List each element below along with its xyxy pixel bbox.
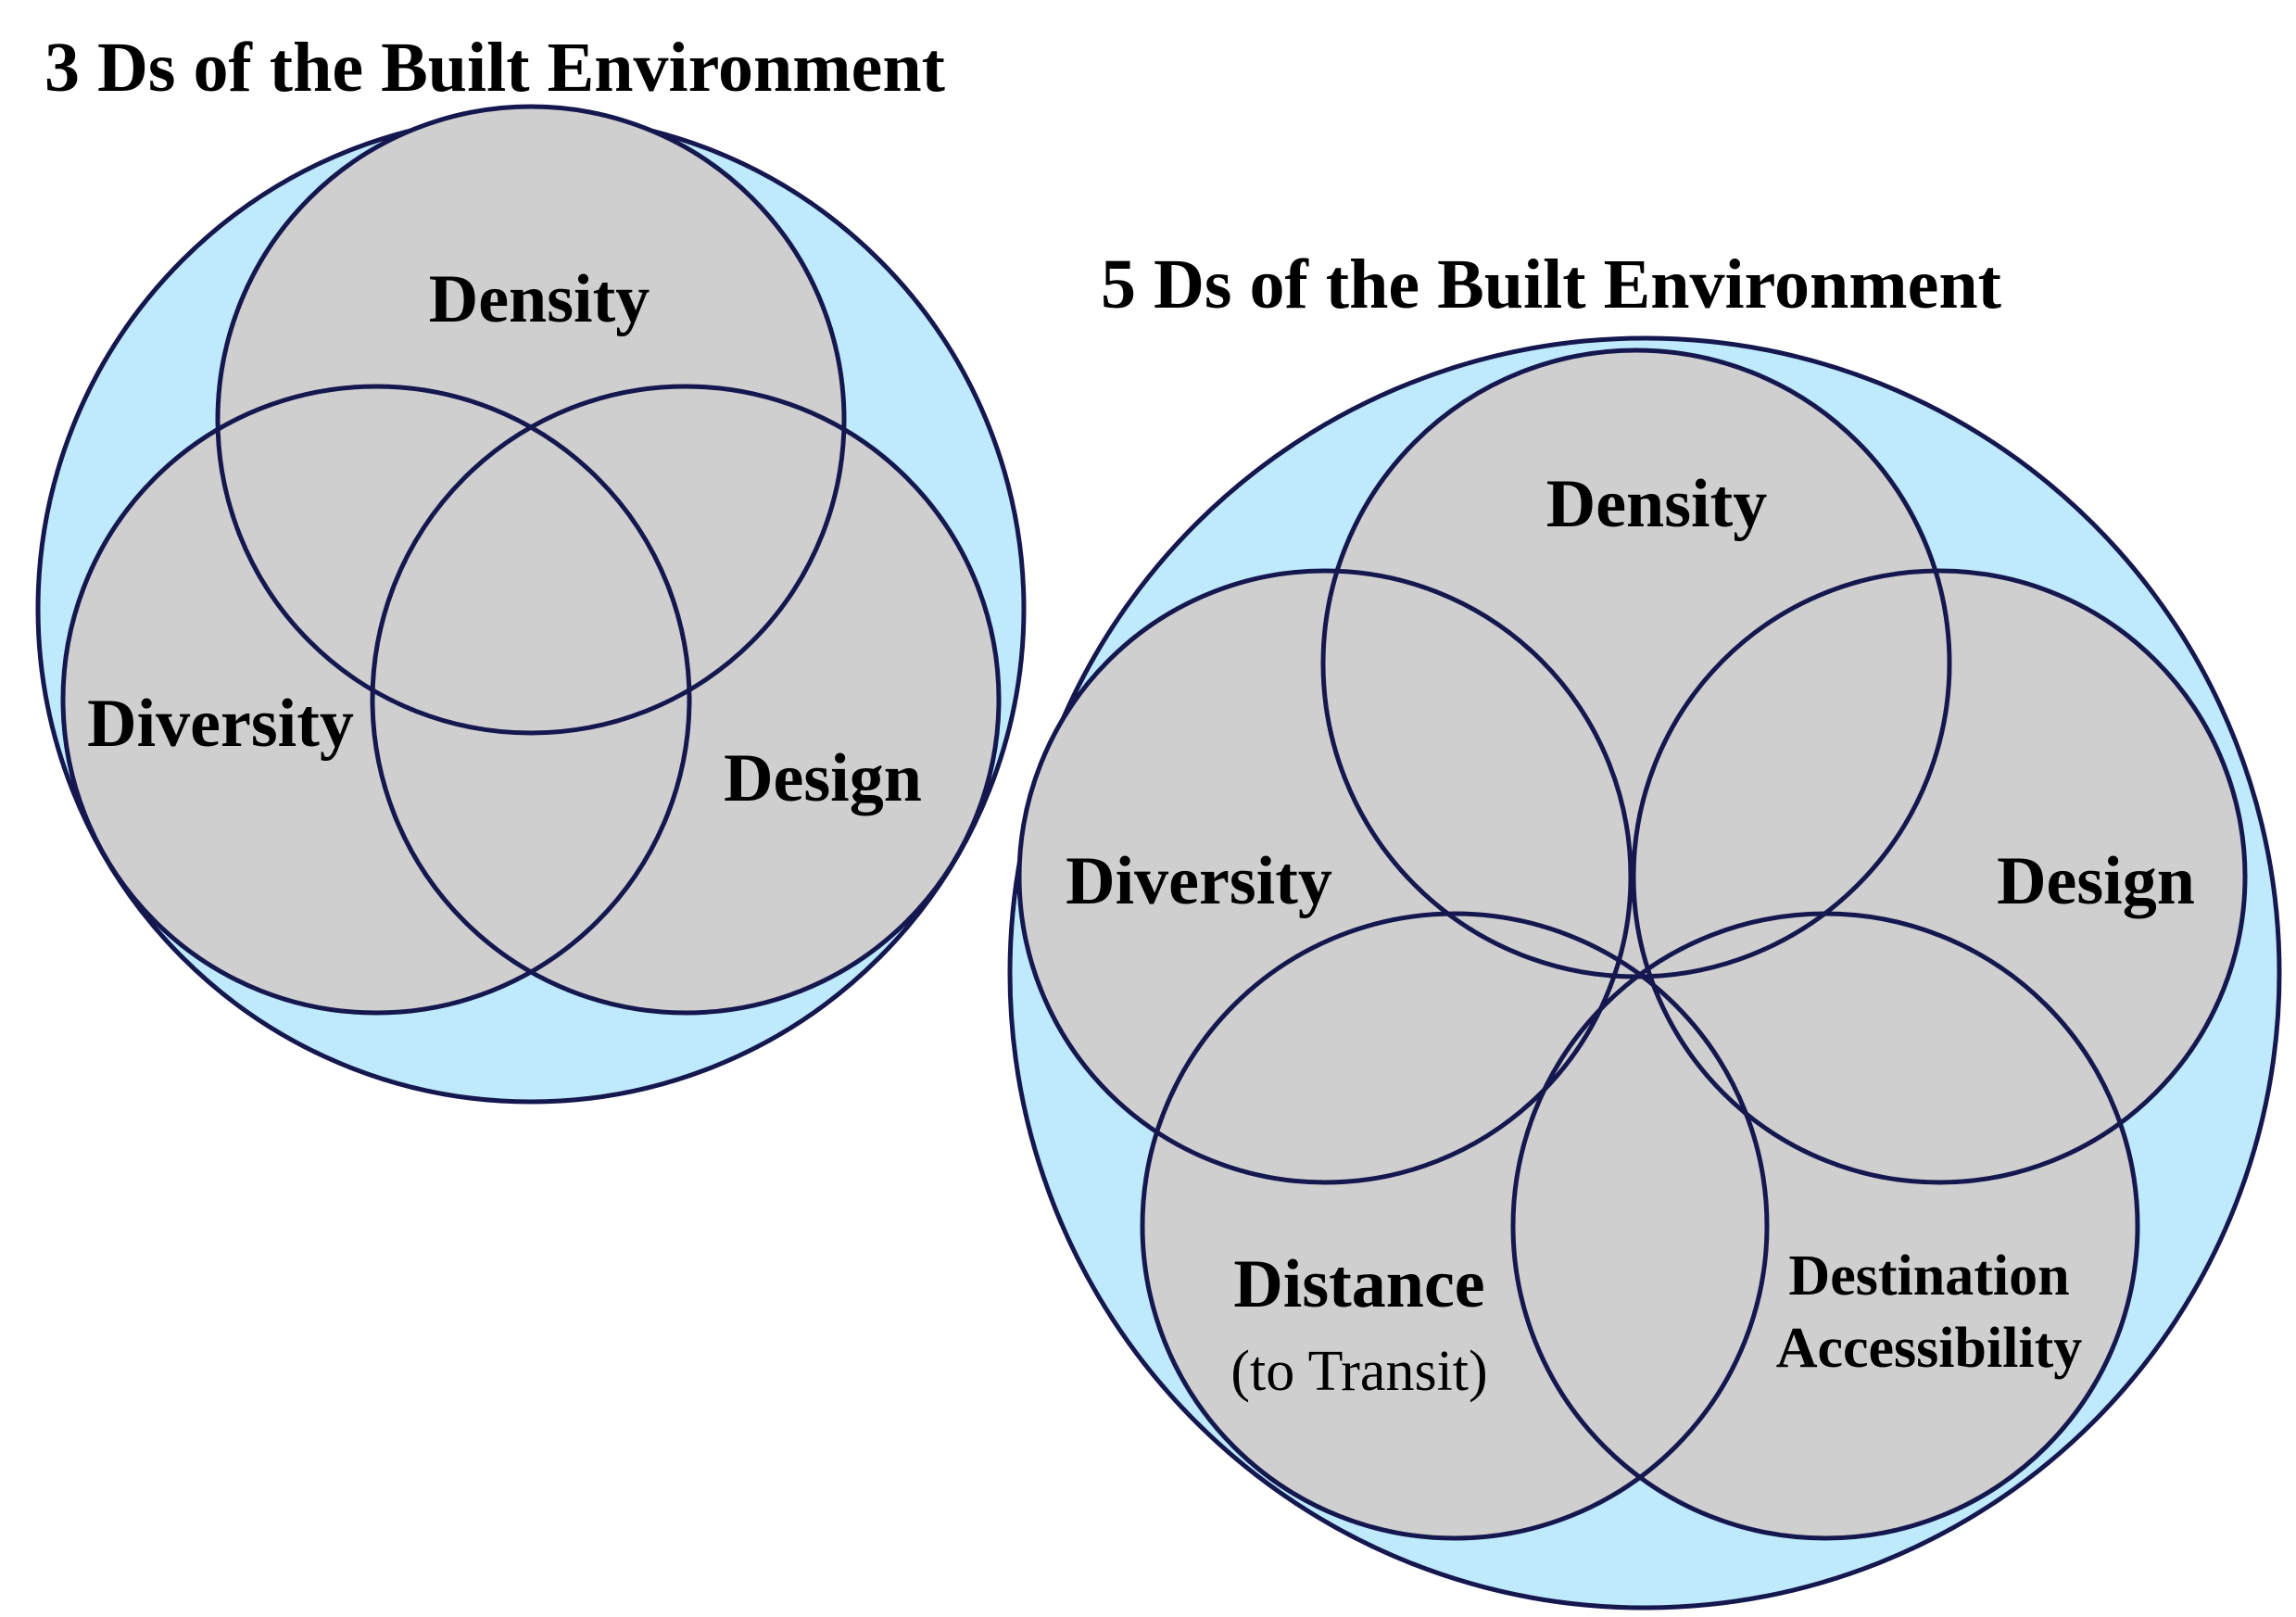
five-ds-diagram: 5 Ds of the Built Environment Density Di… bbox=[1007, 246, 2282, 1611]
five-ds-density-label: Density bbox=[1546, 466, 1767, 542]
five-ds-destination-label-line1: Destination bbox=[1788, 1244, 2069, 1307]
five-ds-distance-label: Distance bbox=[1233, 1246, 1484, 1322]
three-ds-diagram: 3 Ds of the Built Environment Density Di… bbox=[35, 29, 1027, 1105]
three-ds-density-circle bbox=[215, 104, 847, 736]
three-ds-diversity-circle bbox=[60, 384, 692, 1016]
five-ds-distance-sublabel: (to Transit) bbox=[1230, 1340, 1487, 1403]
five-ds-diversity-circle bbox=[1016, 568, 1634, 1185]
five-ds-title: 5 Ds of the Built Environment bbox=[1101, 246, 2001, 323]
three-ds-design-circle bbox=[370, 384, 1002, 1016]
five-ds-distance-circle bbox=[1140, 911, 1770, 1541]
five-ds-destination-label-line2: Accessibility bbox=[1776, 1317, 2083, 1380]
five-ds-destination-fill bbox=[1513, 914, 2138, 1538]
five-ds-design-circle bbox=[1631, 568, 2248, 1185]
three-ds-diversity-label: Diversity bbox=[87, 686, 354, 762]
three-ds-design-label: Design bbox=[724, 740, 922, 816]
five-ds-destination-circle bbox=[1510, 911, 2140, 1541]
three-ds-density-label: Density bbox=[429, 261, 650, 337]
three-ds-design-fill bbox=[372, 386, 999, 1013]
three-ds-title: 3 Ds of the Built Environment bbox=[44, 29, 945, 107]
five-ds-design-label: Design bbox=[1997, 843, 2195, 919]
five-ds-diversity-label: Diversity bbox=[1066, 843, 1332, 919]
